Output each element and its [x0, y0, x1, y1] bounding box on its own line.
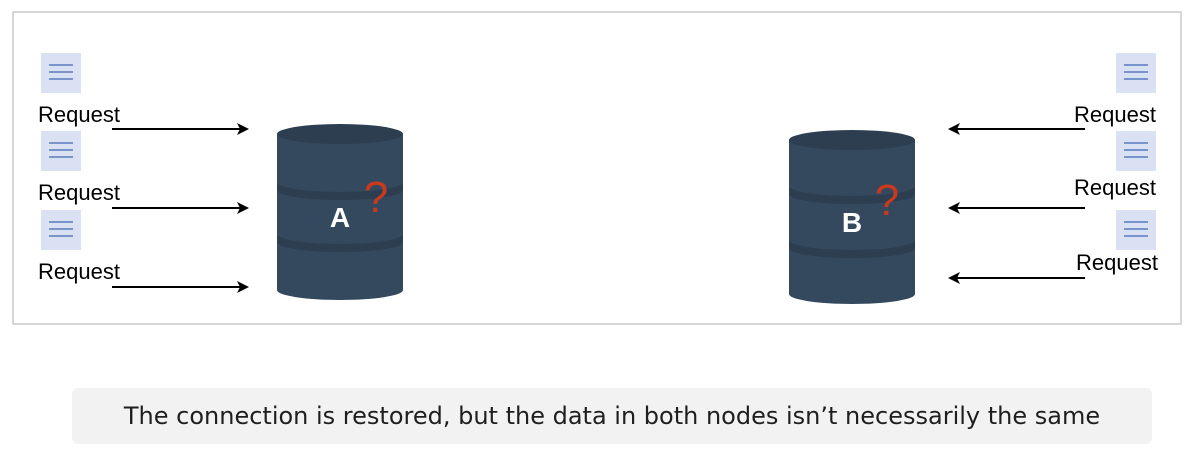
document-icon — [1116, 53, 1156, 93]
request-label: Request — [38, 180, 120, 205]
document-icon — [41, 53, 81, 93]
caption-text: The connection is restored, but the data… — [123, 402, 1101, 430]
diagram-frame — [12, 11, 1182, 325]
document-icon — [1116, 131, 1156, 171]
caption-box: The connection is restored, but the data… — [72, 388, 1152, 444]
request-label: Request — [38, 102, 120, 127]
question-mark-icon: ? — [875, 176, 899, 225]
node-b-label: B — [842, 207, 862, 238]
document-icon — [1116, 210, 1156, 250]
question-mark-icon: ? — [364, 173, 388, 222]
document-icon — [41, 210, 81, 250]
database-icon-a: A ? — [277, 124, 403, 300]
node-a-label: A — [330, 202, 350, 233]
document-icon — [41, 131, 81, 171]
request-label: Request — [1074, 102, 1156, 127]
request-label: Request — [38, 259, 120, 284]
request-label: Request — [1076, 250, 1158, 275]
database-icon-b: B ? — [789, 130, 915, 304]
diagram-canvas: Request Request Request A ? B ? — [38, 53, 1158, 304]
request-label: Request — [1074, 175, 1156, 200]
